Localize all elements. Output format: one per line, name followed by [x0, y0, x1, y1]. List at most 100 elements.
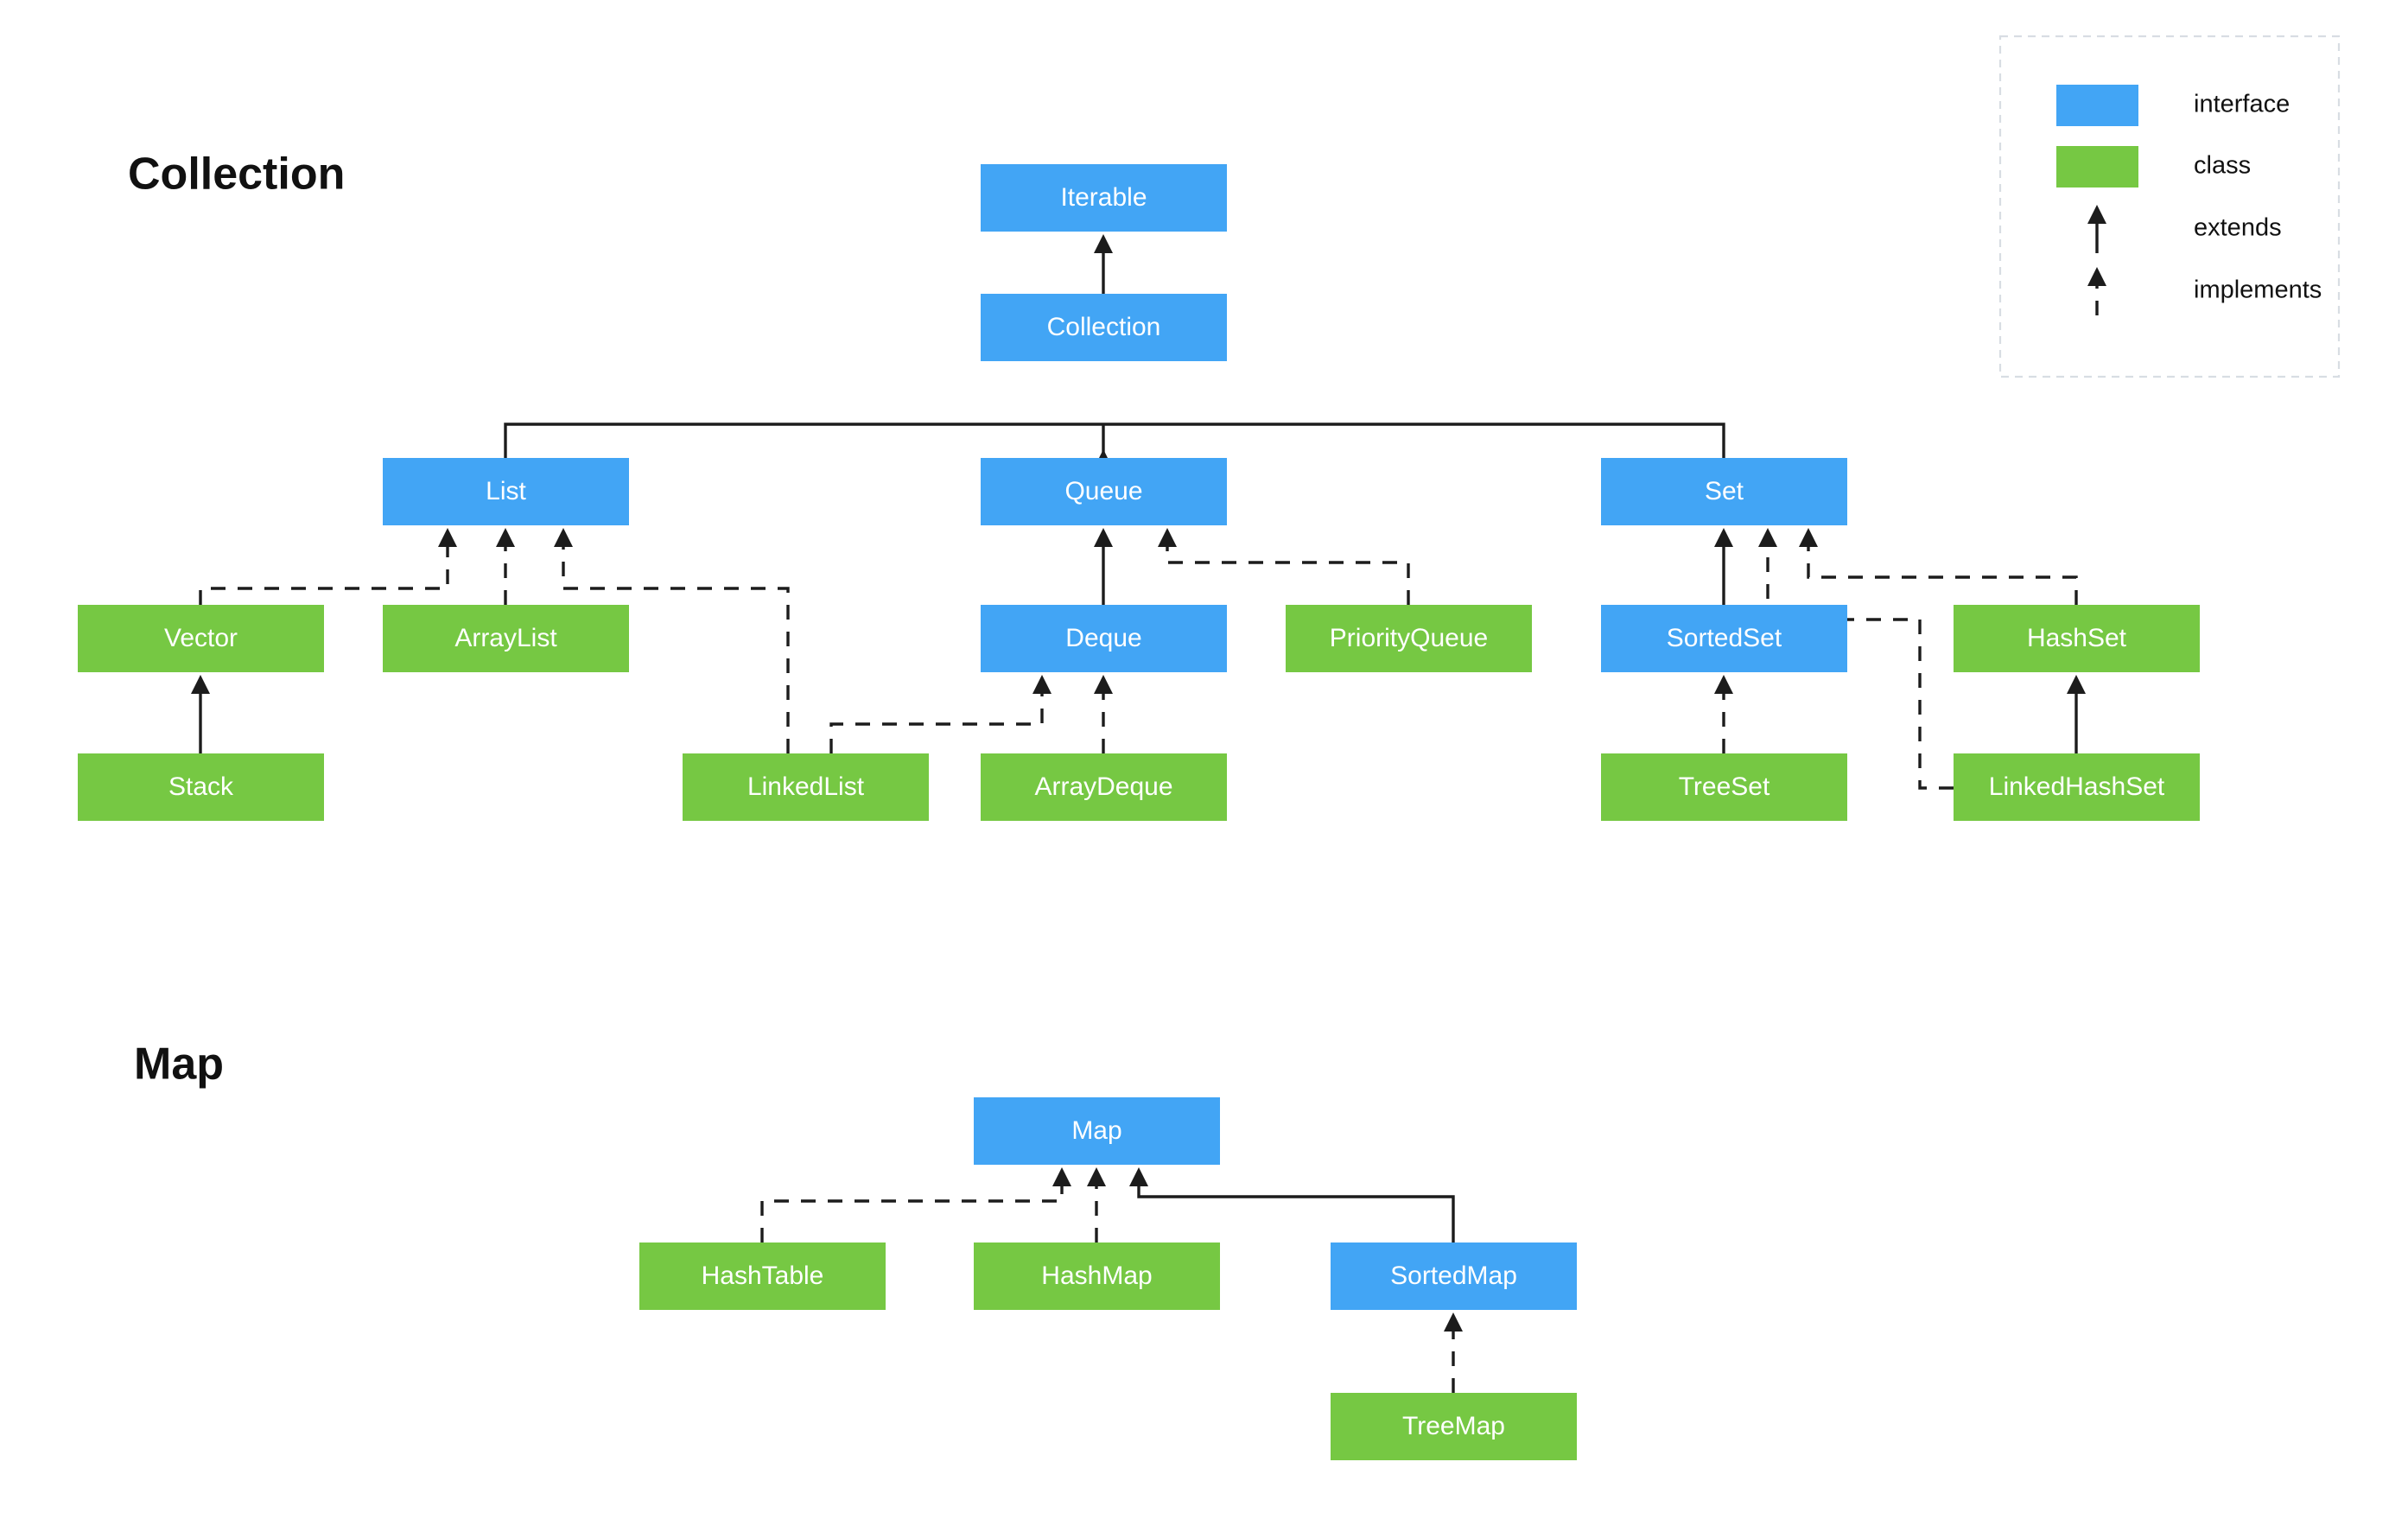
arrowhead-ah-linkedlist-deque [1032, 675, 1052, 694]
edge-vector-list [199, 537, 449, 605]
arrowhead-ah-collection-iterable [1094, 234, 1113, 253]
arrowhead-ah-linkedhashset-set [1758, 528, 1777, 547]
node-box-priorityqueue [1286, 605, 1532, 672]
node-label-deque: Deque [1065, 624, 1141, 652]
node-sortedmap[interactable]: SortedMap [1331, 1243, 1577, 1310]
node-box-map [974, 1097, 1220, 1165]
arrowhead-ah-hashmap-map [1087, 1167, 1106, 1186]
arrowhead-ah-treeset-sortedset [1714, 675, 1733, 694]
node-queue[interactable]: Queue [981, 458, 1227, 525]
node-box-arraylist [383, 605, 629, 672]
edge-priorityqueue-queue [1166, 537, 1410, 605]
edge-linkedlist-list [562, 537, 790, 753]
node-box-set [1601, 458, 1847, 525]
legend-arrowhead-extends [2087, 205, 2106, 224]
node-sortedset[interactable]: SortedSet [1601, 605, 1847, 672]
node-label-map: Map [1071, 1116, 1121, 1145]
node-label-set: Set [1705, 477, 1744, 505]
node-label-vector: Vector [164, 624, 238, 652]
node-set[interactable]: Set [1601, 458, 1847, 525]
arrowhead-ah-treemap-sortedmap [1444, 1312, 1463, 1332]
node-box-stack [78, 753, 324, 821]
arrowhead-ah-priorityqueue-queue [1158, 528, 1177, 547]
arrowhead-ah-arraydeque-deque [1094, 675, 1113, 694]
edge-sortedmap-map [1137, 1176, 1455, 1243]
arrowhead-ah-stack-vector [191, 675, 210, 694]
node-label-arraylist: ArrayList [454, 624, 557, 652]
node-linkedlist[interactable]: LinkedList [683, 753, 929, 821]
arrowhead-ah-sortedmap-map [1129, 1167, 1148, 1186]
node-stack[interactable]: Stack [78, 753, 324, 821]
legend-layer: interface class extends implements [1998, 35, 2341, 378]
node-treemap[interactable]: TreeMap [1331, 1393, 1577, 1460]
node-vector[interactable]: Vector [78, 605, 324, 672]
node-hashtable[interactable]: HashTable [639, 1243, 886, 1310]
node-treeset[interactable]: TreeSet [1601, 753, 1847, 821]
node-arraylist[interactable]: ArrayList [383, 605, 629, 672]
arrowhead-ah-linkedlist-list [554, 528, 573, 547]
node-box-queue [981, 458, 1227, 525]
node-label-stack: Stack [168, 772, 234, 801]
node-hashmap[interactable]: HashMap [974, 1243, 1220, 1310]
arrowhead-ah-vector-list [438, 528, 457, 547]
edge-layer [199, 243, 2078, 1393]
node-label-linkedlist: LinkedList [747, 772, 865, 801]
node-arraydeque[interactable]: ArrayDeque [981, 753, 1227, 821]
node-label-treemap: TreeMap [1402, 1412, 1505, 1440]
node-list[interactable]: List [383, 458, 629, 525]
node-iterable[interactable]: Iterable [981, 164, 1227, 232]
arrowhead-layer [191, 234, 2086, 1332]
legend-label-interface: interface [2194, 91, 2290, 118]
arrowhead-ah-hashtable-map [1052, 1167, 1071, 1186]
node-label-hashtable: HashTable [702, 1262, 824, 1290]
node-label-hashset: HashSet [2027, 624, 2127, 652]
legend-label-extends: extends [2194, 214, 2282, 242]
arrowhead-ah-arraylist-list [496, 528, 515, 547]
arrowhead-ah-sortedset-set [1714, 528, 1733, 547]
node-box-collection [981, 294, 1227, 361]
node-box-vector [78, 605, 324, 672]
node-box-hashset [1954, 605, 2200, 672]
arrowhead-ah-linkedhashset-hashset [2067, 675, 2086, 694]
legend-entry-interface: interface [2056, 85, 2290, 126]
edge-hashtable-map [760, 1176, 1064, 1243]
node-box-hashtable [639, 1243, 886, 1310]
node-label-arraydeque: ArrayDeque [1034, 772, 1172, 801]
node-label-sortedmap: SortedMap [1390, 1262, 1517, 1290]
node-label-collection: Collection [1047, 313, 1161, 341]
node-label-linkedhashset: LinkedHashSet [1989, 772, 2165, 801]
legend-entry-extends: extends [2087, 205, 2282, 253]
node-deque[interactable]: Deque [981, 605, 1227, 672]
legend-swatch-interface [2056, 85, 2138, 126]
legend-border [1998, 35, 2341, 378]
edge-linkedlist-deque [829, 683, 1044, 753]
section-title-map: Map [134, 1039, 224, 1090]
node-priorityqueue[interactable]: PriorityQueue [1286, 605, 1532, 672]
node-label-sortedset: SortedSet [1667, 624, 1782, 652]
edge-linkedhashset-set [1766, 537, 1954, 790]
node-label-hashmap: HashMap [1041, 1262, 1152, 1290]
node-box-sortedmap [1331, 1243, 1577, 1310]
node-label-priorityqueue: PriorityQueue [1330, 624, 1488, 652]
node-map[interactable]: Map [974, 1097, 1220, 1165]
node-linkedhashset[interactable]: LinkedHashSet [1954, 753, 2200, 821]
legend-entry-class: class [2056, 146, 2251, 187]
node-label-iterable: Iterable [1060, 183, 1147, 212]
legend-label-class: class [2194, 152, 2251, 180]
legend-entry-implements: implements [2087, 267, 2322, 315]
arrowhead-ah-deque-queue [1094, 528, 1113, 547]
node-label-list: List [486, 477, 526, 505]
node-box-sortedset [1601, 605, 1847, 672]
section-title-collection: Collection [128, 149, 345, 200]
node-label-treeset: TreeSet [1679, 772, 1770, 801]
node-box-deque [981, 605, 1227, 672]
node-hashset[interactable]: HashSet [1954, 605, 2200, 672]
node-box-linkedhashset [1954, 753, 2200, 821]
edge-collection-children [504, 423, 1725, 458]
node-collection[interactable]: Collection [981, 294, 1227, 361]
legend-label-implements: implements [2194, 276, 2322, 304]
node-box-linkedlist [683, 753, 929, 821]
